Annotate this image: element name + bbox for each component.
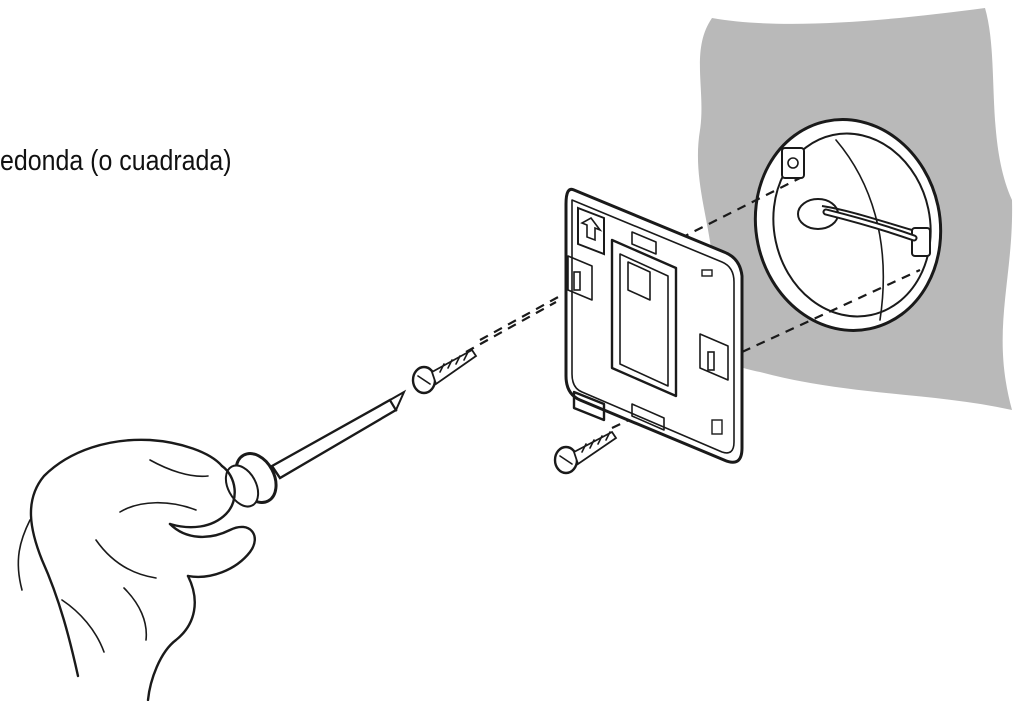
instruction-caption: edonda (o cuadrada) — [0, 145, 232, 177]
round-electrical-box — [753, 118, 943, 332]
screw-upper — [411, 348, 478, 395]
hand — [17, 438, 256, 701]
mounting-plate — [564, 187, 744, 464]
up-arrow-icon — [577, 206, 605, 256]
screw-lower — [553, 430, 618, 475]
screwdriver — [224, 389, 407, 508]
